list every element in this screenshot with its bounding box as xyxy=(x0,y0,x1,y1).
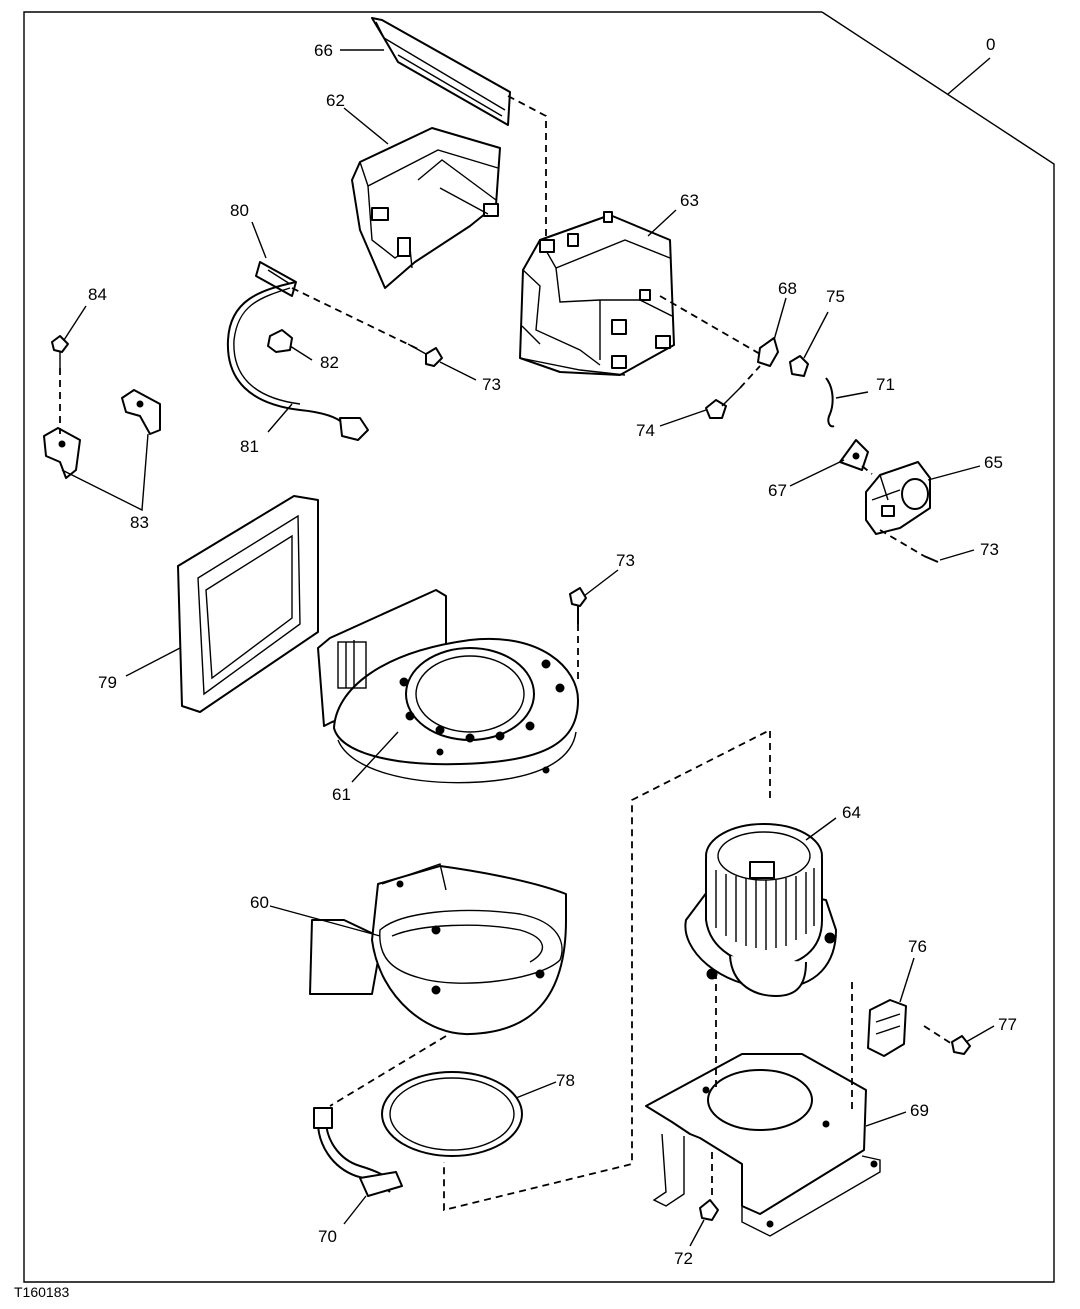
callout-labels: 0 66 62 63 80 84 68 75 82 73 71 74 81 65… xyxy=(88,35,1017,1268)
callout-65: 65 xyxy=(984,453,1003,472)
figure-id: T160183 xyxy=(14,1284,70,1300)
part-73-screw-a xyxy=(407,343,443,367)
part-62-duct xyxy=(351,127,501,289)
callout-62: 62 xyxy=(326,91,345,110)
callout-83: 83 xyxy=(130,513,149,532)
part-79-filter xyxy=(177,495,319,713)
callout-63: 63 xyxy=(680,191,699,210)
callout-73-middle: 73 xyxy=(616,551,635,570)
part-70-harness xyxy=(313,1107,403,1197)
leader-lines xyxy=(61,49,995,1247)
assembly-dash-lines xyxy=(59,95,953,1212)
callout-60: 60 xyxy=(250,893,269,912)
part-84-screw xyxy=(51,335,69,368)
callout-67: 67 xyxy=(768,481,787,500)
callout-82: 82 xyxy=(320,353,339,372)
callout-73-upper: 73 xyxy=(482,375,501,394)
callout-0: 0 xyxy=(986,35,995,54)
part-83-bracket-b xyxy=(121,389,161,435)
callout-77: 77 xyxy=(998,1015,1017,1034)
callout-80: 80 xyxy=(230,201,249,220)
callout-73-right: 73 xyxy=(980,540,999,559)
part-68-bracket xyxy=(757,337,779,367)
part-60-blower-lower xyxy=(309,863,567,1036)
part-67-lever xyxy=(839,439,869,471)
part-73-screw-c xyxy=(923,555,939,563)
part-82-nut xyxy=(267,329,293,353)
callout-64: 64 xyxy=(842,803,861,822)
callout-69: 69 xyxy=(910,1101,929,1120)
part-71-rod xyxy=(825,377,835,428)
part-72-screw xyxy=(699,1199,719,1221)
callout-79: 79 xyxy=(98,673,117,692)
part-74-screw xyxy=(705,387,741,419)
callout-70: 70 xyxy=(318,1227,337,1246)
part-75-clip xyxy=(789,355,809,377)
callout-68: 68 xyxy=(778,279,797,298)
part-81-harness xyxy=(226,281,369,441)
callout-75: 75 xyxy=(826,287,845,306)
callout-84: 84 xyxy=(88,285,107,304)
part-63-housing xyxy=(519,211,675,376)
callout-76: 76 xyxy=(908,937,927,956)
callout-74: 74 xyxy=(636,421,655,440)
part-61-blower-upper xyxy=(317,589,579,784)
part-64-blower-motor xyxy=(684,823,837,997)
part-80-clip xyxy=(255,261,297,297)
part-69-bracket xyxy=(645,1053,881,1237)
callout-72: 72 xyxy=(674,1249,693,1268)
callout-61: 61 xyxy=(332,785,351,804)
assembly-boundary xyxy=(23,11,1055,1283)
callout-71: 71 xyxy=(876,375,895,394)
callout-78: 78 xyxy=(556,1071,575,1090)
callout-81: 81 xyxy=(240,437,259,456)
part-66-cover xyxy=(371,17,511,126)
part-73-screw-b xyxy=(569,587,587,624)
part-78-ring xyxy=(381,1071,523,1157)
part-76-connector xyxy=(867,999,907,1057)
part-77-screw xyxy=(951,1035,971,1055)
part-65-actuator xyxy=(865,461,931,535)
callout-66: 66 xyxy=(314,41,333,60)
